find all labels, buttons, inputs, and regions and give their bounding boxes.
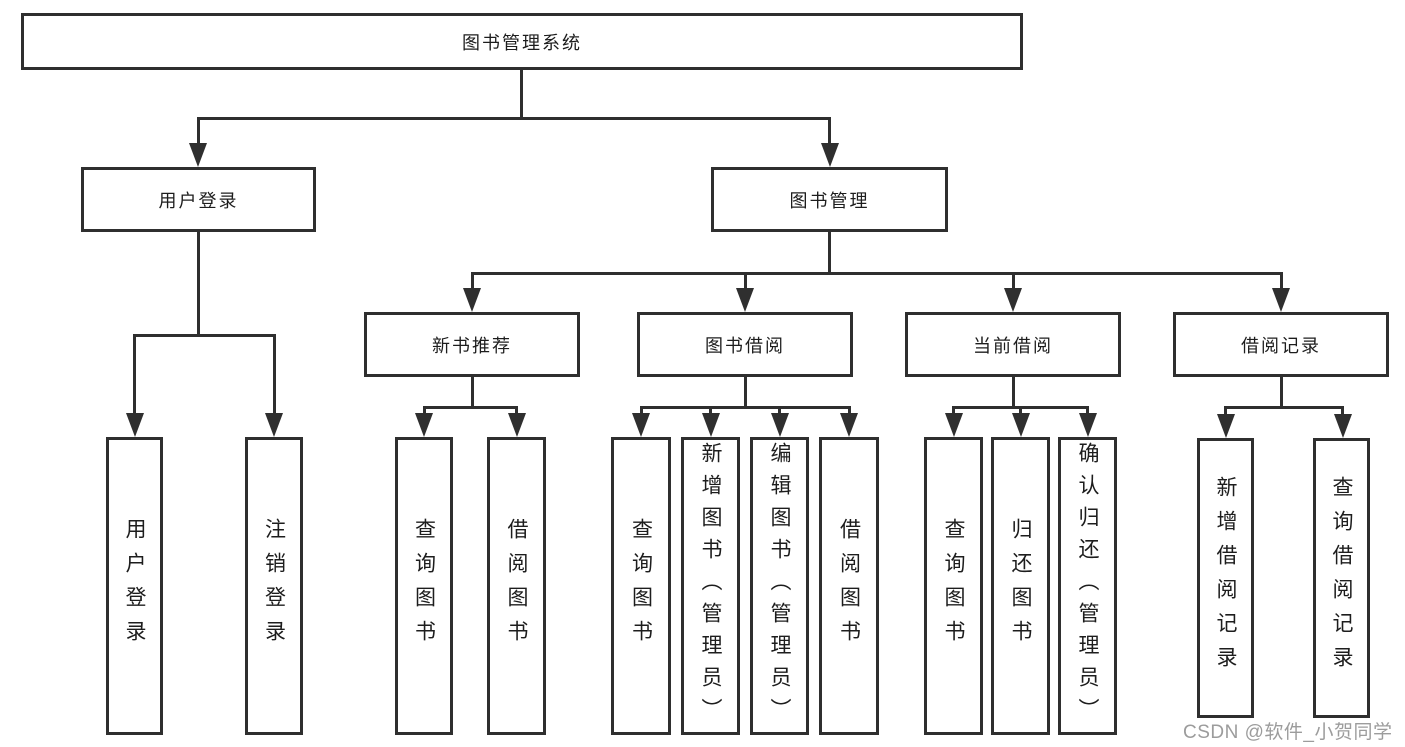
connector-root-stub <box>519 70 523 118</box>
arrow-down-icon <box>770 413 789 437</box>
arrow-down-icon <box>507 413 526 437</box>
arrow-down-icon <box>1078 413 1097 437</box>
leaf-records-query: 查询借阅记录 <box>1313 438 1370 718</box>
connector-borrow-drop-1 <box>639 405 643 416</box>
arrow-down-icon <box>125 413 144 437</box>
node-new-book-recommend: 新书推荐 <box>364 312 580 377</box>
connector-newbook-stub <box>470 377 474 407</box>
leaf-label: 借阅图书 <box>837 518 861 654</box>
leaf-current-confirm-admin: 确认归还（管理员） <box>1058 437 1117 735</box>
connector-records-drop-2 <box>1341 405 1344 416</box>
connector-user-drop-1 <box>133 333 136 416</box>
leaf-label: 查询借阅记录 <box>1330 476 1353 680</box>
leaf-borrow-add-admin: 新增图书（管理员） <box>681 437 740 735</box>
node-borrow-records: 借阅记录 <box>1173 312 1389 377</box>
leaf-label: 借阅图书 <box>505 518 528 654</box>
node-user-login: 用户登录 <box>81 167 316 232</box>
connector-user-hline <box>133 333 276 337</box>
arrow-down-icon <box>820 143 839 167</box>
leaf-label: 用户登录 <box>123 518 146 654</box>
leaf-current-return: 归还图书 <box>991 437 1050 735</box>
connector-root-hline <box>196 117 831 120</box>
arrow-down-icon <box>701 413 720 437</box>
leaf-label: 编辑图书（管理员） <box>768 442 791 730</box>
arrow-down-icon <box>463 288 481 312</box>
leaf-newbook-query: 查询图书 <box>395 437 453 735</box>
arrow-down-icon <box>1004 288 1022 312</box>
connector-borrow-drop-3 <box>778 405 781 416</box>
connector-current-drop-1 <box>952 405 955 416</box>
connector-records-stub <box>1279 377 1283 407</box>
leaf-label: 新增图书（管理员） <box>699 442 722 730</box>
connector-current-drop-2 <box>1019 405 1022 416</box>
leaf-label: 新增借阅记录 <box>1214 476 1237 680</box>
arrow-down-icon <box>265 413 283 437</box>
leaf-user-login: 用户登录 <box>106 437 163 735</box>
leaf-borrow-edit-admin: 编辑图书（管理员） <box>750 437 809 735</box>
connector-books-stub <box>828 232 831 274</box>
connector-newbook-drop-1 <box>422 405 426 416</box>
connector-borrow-hline <box>639 405 851 409</box>
csdn-watermark: CSDN @软件_小贺同学 <box>1183 722 1393 743</box>
arrow-down-icon <box>1216 414 1235 438</box>
connector-sec-drop-2 <box>743 271 747 292</box>
connector-borrow-drop-4 <box>847 405 851 416</box>
connector-records-drop-1 <box>1224 405 1227 416</box>
node-root: 图书管理系统 <box>21 13 1023 70</box>
arrow-down-icon <box>632 413 650 437</box>
arrow-down-icon <box>944 413 963 437</box>
leaf-label: 查询图书 <box>942 518 965 654</box>
connector-newbook-drop-2 <box>515 405 518 416</box>
leaf-logout: 注销登录 <box>245 437 303 735</box>
leaf-newbook-borrow: 借阅图书 <box>487 437 546 735</box>
leaf-label: 注销登录 <box>262 518 286 654</box>
connector-current-stub <box>1011 377 1015 407</box>
leaf-label: 查询图书 <box>629 518 653 654</box>
arrow-down-icon <box>1333 414 1352 438</box>
arrow-down-icon <box>1011 413 1030 437</box>
arrow-down-icon <box>415 413 433 437</box>
connector-current-drop-3 <box>1086 405 1089 416</box>
leaf-label: 查询图书 <box>412 518 436 654</box>
arrow-down-icon <box>736 288 754 312</box>
connector-books-drop <box>828 117 831 145</box>
connector-records-hline <box>1224 405 1344 409</box>
leaf-label: 归还图书 <box>1009 518 1032 654</box>
arrow-down-icon <box>1272 288 1290 312</box>
connector-user-drop <box>196 117 200 145</box>
connector-user-drop-2 <box>272 333 276 416</box>
connector-books-hline <box>470 271 1283 275</box>
connector-sec-drop-1 <box>470 271 474 292</box>
leaf-borrow-query: 查询图书 <box>611 437 671 735</box>
connector-sec-drop-4 <box>1279 271 1283 292</box>
arrow-down-icon <box>840 413 858 437</box>
node-book-mgmt: 图书管理 <box>711 167 948 232</box>
node-book-borrow: 图书借阅 <box>637 312 853 377</box>
leaf-borrow-borrow: 借阅图书 <box>819 437 879 735</box>
node-current-borrow: 当前借阅 <box>905 312 1121 377</box>
connector-borrow-drop-2 <box>709 405 712 416</box>
connector-user-stub <box>197 232 200 336</box>
leaf-records-add: 新增借阅记录 <box>1197 438 1254 718</box>
leaf-current-query: 查询图书 <box>924 437 983 735</box>
connector-newbook-hline <box>422 405 518 409</box>
connector-borrow-stub <box>743 377 747 407</box>
connector-sec-drop-3 <box>1011 271 1015 292</box>
leaf-label: 确认归还（管理员） <box>1076 442 1099 730</box>
arrow-down-icon <box>189 143 207 167</box>
